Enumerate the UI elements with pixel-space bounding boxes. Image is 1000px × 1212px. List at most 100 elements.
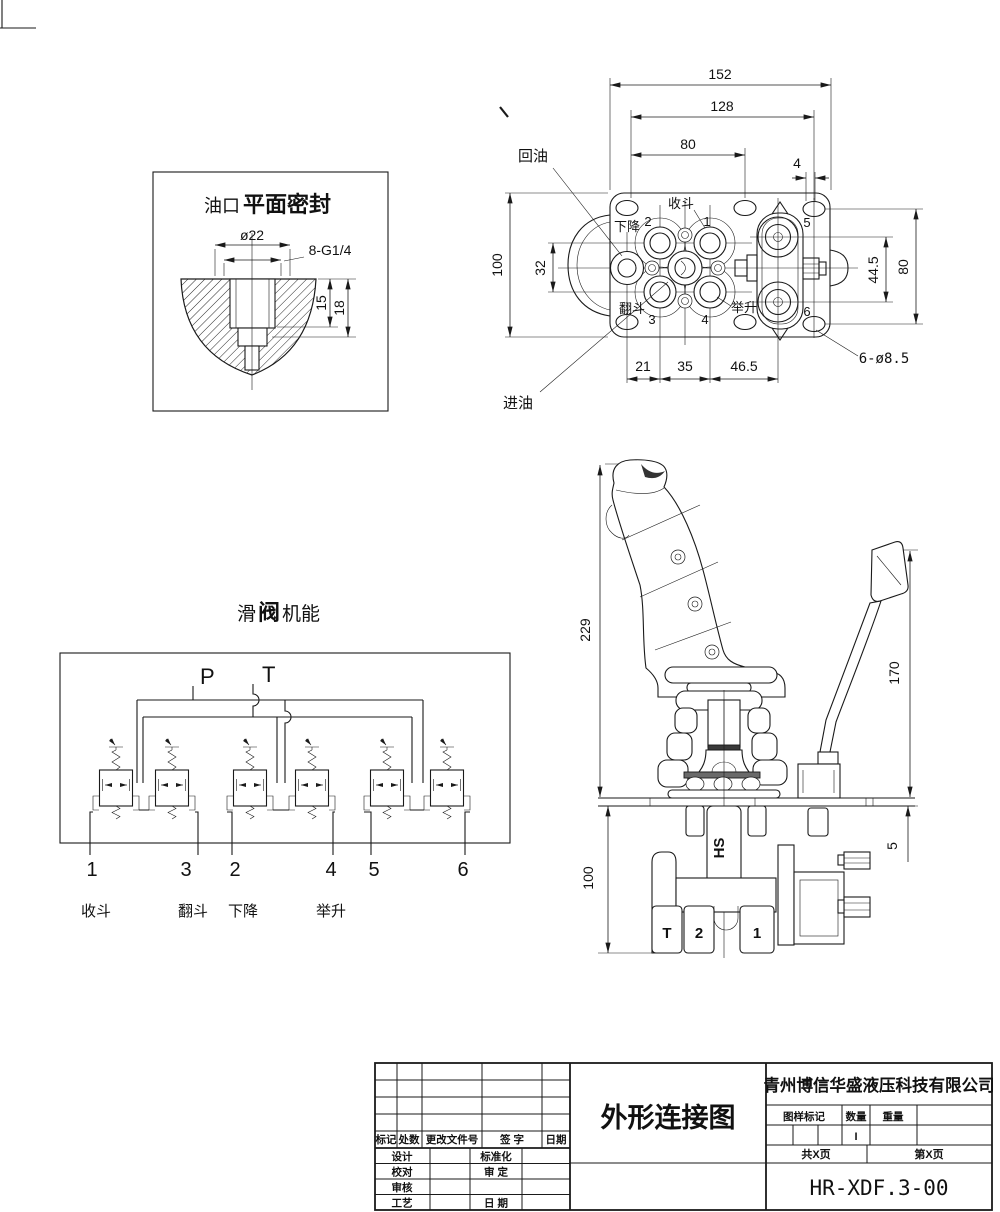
dim-5: 5: [884, 842, 900, 850]
side-port-T: T: [662, 925, 671, 942]
rev-col-sign: 签 字: [499, 1133, 524, 1146]
detail-title: 油口平面密封: [204, 192, 331, 217]
sch-port-2: 2: [229, 859, 240, 881]
body-mark-HS: HS: [711, 838, 728, 859]
label-xiajiang: 下降: [614, 219, 640, 234]
label-inlet-oil: 进油: [503, 395, 533, 412]
mounting-plate: [609, 192, 831, 338]
side-port-2: 2: [695, 925, 703, 942]
dim-dia22: ø22: [240, 227, 264, 243]
port-cluster: [609, 217, 736, 318]
stamp-qty: 数量: [845, 1110, 867, 1123]
dim-21: 21: [635, 358, 651, 374]
title-block: 标记 处数 更改文件号 签 字 日期 设计 校对 审核 工艺 标准化 审 定 日…: [374, 1062, 995, 1211]
rev-col-date: 日期: [546, 1133, 567, 1146]
return-port: [609, 250, 645, 286]
rev-col-count: 处数: [398, 1133, 420, 1146]
drawing-title: 外形连接图: [601, 1102, 736, 1133]
rev-col-mark: 标记: [375, 1133, 397, 1146]
sch-port-1: 1: [86, 859, 97, 881]
dim-170: 170: [886, 661, 902, 685]
label-jusheng: 举升: [731, 300, 757, 315]
page-number: 第X页: [914, 1147, 943, 1161]
port-1: 1: [703, 214, 710, 229]
port-2: 2: [644, 214, 651, 229]
sheet-corner-marks: [0, 0, 509, 118]
dim-128: 128: [710, 98, 734, 114]
fn-jusheng: 举升: [316, 903, 346, 920]
hand-lever: [797, 541, 909, 799]
dim-18: 18: [331, 300, 347, 316]
port-4: 4: [701, 312, 708, 327]
schematic-border: [59, 652, 511, 844]
label-shoudou: 收斗: [668, 196, 694, 211]
dim-80-right: 80: [895, 259, 911, 275]
port-5: 5: [803, 215, 810, 230]
stamp-qty-value: I: [854, 1131, 857, 1143]
dim-32: 32: [532, 260, 548, 276]
dim-46-5: 46.5: [730, 358, 757, 374]
label-return-oil: 回油: [518, 148, 548, 165]
stamp-mark: 图样标记: [783, 1110, 825, 1123]
right-boss: [829, 249, 849, 287]
sch-port-5: 5: [368, 859, 379, 881]
left-boss: [567, 214, 611, 317]
role-review: 审核: [392, 1181, 413, 1194]
valve-symbols: [93, 739, 470, 819]
role-check: 校对: [392, 1166, 413, 1179]
schematic-title: 滑阀机能: [237, 600, 320, 625]
seal-detail-view: 油口平面密封 ø22 8-G1/4 15 18: [152, 171, 389, 412]
label-T: T: [262, 662, 275, 687]
pilot-bore: [237, 327, 268, 347]
valve-top-view: 152 128 80 4 100 32 44.5 80 21 35 46.5 6…: [489, 66, 923, 412]
dim-100-left: 100: [489, 253, 505, 277]
dim-100-side: 100: [580, 866, 596, 890]
role-date: 日 期: [484, 1197, 508, 1210]
fn-xiajiang: 下降: [228, 903, 258, 920]
role-design: 设计: [392, 1150, 413, 1163]
revision-headers: 标记 处数 更改文件号 签 字 日期: [375, 1133, 567, 1146]
dim-152: 152: [708, 66, 732, 82]
sch-port-3: 3: [180, 859, 191, 881]
dim-80-top: 80: [680, 136, 696, 152]
dim-35: 35: [677, 358, 693, 374]
stray-tick-mark: [499, 106, 509, 118]
dim-holes: 6-ø8.5: [859, 351, 910, 367]
rev-col-docno: 更改文件号: [426, 1133, 479, 1146]
label-P: P: [200, 664, 215, 689]
dim-thread: 8-G1/4: [309, 242, 352, 258]
role-process: 工艺: [392, 1197, 413, 1210]
role-labels: 设计 校对 审核 工艺 标准化 审 定 日 期: [392, 1150, 513, 1210]
sch-port-4: 4: [325, 859, 336, 881]
label-fandou: 翻斗: [619, 301, 645, 316]
stamp-weight: 重量: [883, 1110, 904, 1123]
valve-side-view: 229 170: [577, 459, 918, 958]
port-6: 6: [803, 304, 810, 319]
role-approve: 审 定: [484, 1166, 508, 1179]
port-3: 3: [648, 312, 655, 327]
detail-border: [152, 171, 389, 412]
dim-229: 229: [577, 618, 593, 642]
drawing-number: HR-XDF.3-00: [809, 1176, 948, 1200]
valve-body-side: HS T 2 1: [651, 690, 871, 958]
dim-4: 4: [793, 155, 801, 171]
panel-plate: [598, 797, 915, 807]
dim-15: 15: [313, 295, 329, 311]
thread-bore: [229, 278, 276, 329]
hydraulic-schematic: 滑阀机能 P T 1 3 2 4 5 6 收斗 翻斗 下降 举升: [59, 600, 511, 920]
top-view-dimensions: 152 128 80 4 100 32 44.5 80 21 35 46.5 6…: [489, 66, 923, 382]
side-port-1: 1: [753, 925, 761, 942]
side-port-capsule: [734, 201, 827, 341]
top-view-labels: 回油 进油 收斗 下降 翻斗 举升 1 2 3 4 5 6: [503, 148, 811, 412]
schematic-ports: 1 3 2 4 5 6: [86, 859, 468, 881]
role-standard: 标准化: [479, 1150, 512, 1163]
fn-fandou: 翻斗: [178, 903, 208, 920]
pages-total: 共X页: [801, 1147, 830, 1161]
dim-44-5: 44.5: [865, 256, 881, 283]
company-name: 青州博信华盛液压科技有限公司: [764, 1075, 995, 1095]
schematic-functions: 收斗 翻斗 下降 举升: [81, 903, 346, 920]
thumb-tab: [641, 464, 665, 479]
fn-shoudou: 收斗: [81, 903, 111, 920]
